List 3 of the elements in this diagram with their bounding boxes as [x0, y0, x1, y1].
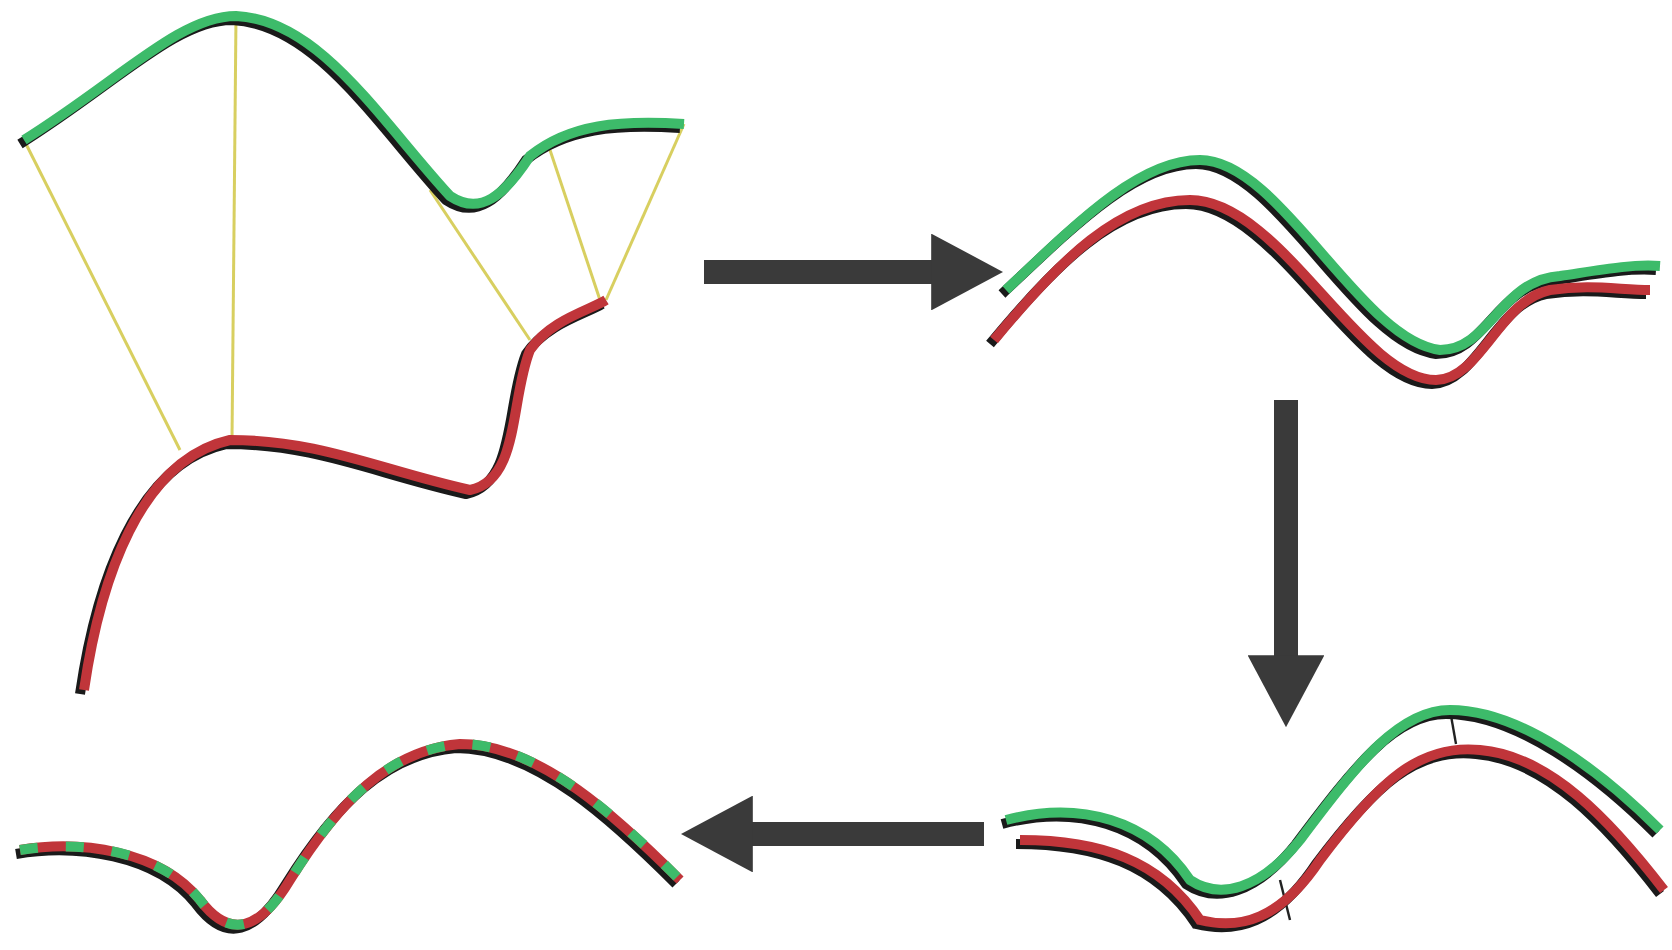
block-arrow: [704, 233, 1004, 311]
block-arrow: [1247, 400, 1325, 728]
block-arrow: [680, 795, 984, 873]
